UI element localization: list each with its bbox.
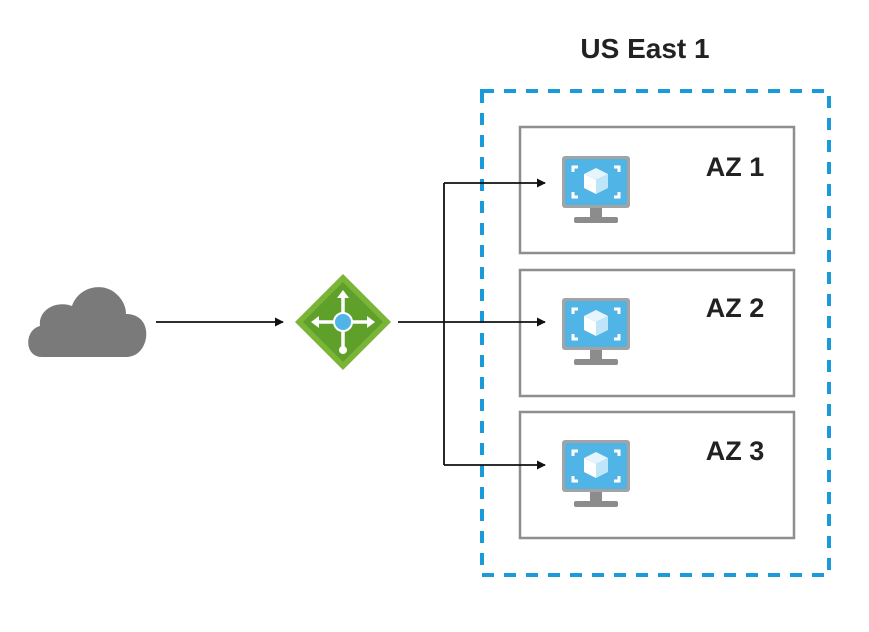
zone-label: AZ 2 <box>706 293 765 323</box>
zone-az-1: AZ 1 <box>518 125 796 255</box>
region-title: US East 1 <box>580 33 709 64</box>
region-boundary <box>480 89 831 577</box>
zone-label: AZ 3 <box>706 436 765 466</box>
zone-az-3: AZ 3 <box>518 410 796 540</box>
zone-az-2: AZ 2 <box>518 268 796 398</box>
cloud-icon <box>28 287 147 357</box>
zone-label: AZ 1 <box>706 152 765 182</box>
load-balancer-icon <box>295 274 391 370</box>
